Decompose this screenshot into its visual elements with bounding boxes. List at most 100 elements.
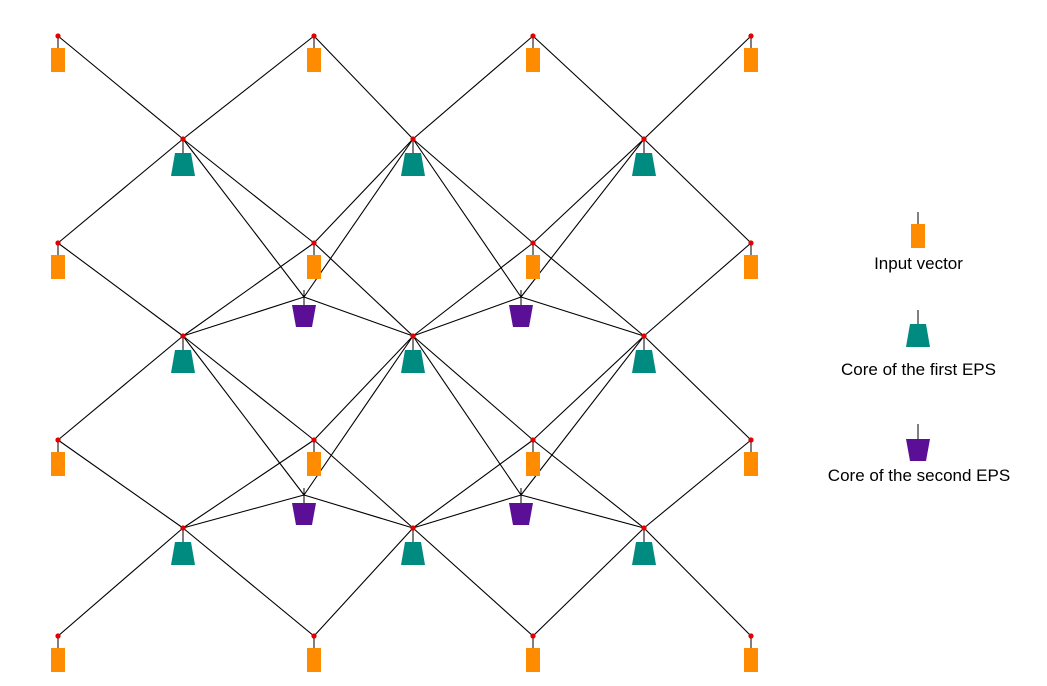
first-to-second-eps-line — [182, 335, 305, 496]
legend-second-eps-icon — [906, 439, 930, 461]
input-to-first-eps-line — [313, 138, 414, 244]
input-vector — [744, 48, 758, 72]
input-to-first-eps-line — [182, 527, 315, 637]
first-to-second-eps-line — [412, 138, 522, 298]
second-eps-core — [509, 503, 533, 525]
input-vector — [744, 648, 758, 672]
input-vector — [526, 648, 540, 672]
first-to-second-eps-line — [303, 494, 414, 529]
input-to-first-eps-line — [532, 35, 645, 140]
input-to-first-eps-line — [182, 439, 315, 529]
first-eps-core — [171, 153, 195, 176]
first-eps-core — [171, 542, 195, 565]
input-to-first-eps-line — [643, 527, 752, 637]
connection-point — [180, 136, 186, 142]
legend-second-eps-label: Core of the second EPS — [827, 466, 1011, 485]
input-to-first-eps-line — [643, 35, 752, 140]
first-eps-core — [401, 542, 425, 565]
connection-point — [311, 437, 317, 443]
first-to-second-eps-line — [303, 335, 414, 496]
input-to-first-eps-line — [313, 242, 414, 337]
connection-point — [641, 333, 647, 339]
connection-point — [748, 633, 754, 639]
connection-point — [410, 333, 416, 339]
input-to-first-eps-line — [182, 35, 315, 140]
first-to-second-eps-line — [520, 494, 645, 529]
input-to-first-eps-line — [643, 242, 752, 337]
first-eps-core — [401, 153, 425, 176]
input-vector — [526, 255, 540, 279]
first-to-second-eps-line — [182, 138, 305, 298]
connection-point — [311, 33, 317, 39]
connection-point — [748, 240, 754, 246]
input-vector — [526, 48, 540, 72]
second-eps-core — [292, 503, 316, 525]
connection-point — [641, 136, 647, 142]
input-to-first-eps-line — [412, 35, 534, 140]
connection-point — [55, 240, 61, 246]
input-to-first-eps-line — [412, 242, 534, 337]
second-eps-core — [509, 305, 533, 327]
legend-first-eps-icon — [906, 324, 930, 347]
input-to-first-eps-line — [412, 138, 534, 244]
input-to-first-eps-line — [412, 335, 534, 441]
connection-point — [641, 525, 647, 531]
input-to-first-eps-line — [643, 335, 752, 441]
input-to-first-eps-line — [532, 335, 645, 441]
first-to-second-eps-line — [303, 138, 414, 298]
input-vector — [307, 452, 321, 476]
input-vector — [526, 452, 540, 476]
input-vector — [744, 255, 758, 279]
network-nodes — [51, 33, 930, 672]
first-to-second-eps-line — [412, 494, 522, 529]
input-to-first-eps-line — [532, 138, 645, 244]
connection-point — [530, 633, 536, 639]
connection-point — [410, 136, 416, 142]
input-vector — [51, 452, 65, 476]
first-eps-core — [632, 350, 656, 373]
input-to-first-eps-line — [643, 439, 752, 529]
input-to-first-eps-line — [313, 335, 414, 441]
connection-point — [55, 437, 61, 443]
first-to-second-eps-line — [520, 335, 645, 496]
connection-point — [748, 33, 754, 39]
input-to-first-eps-line — [313, 35, 414, 140]
first-to-second-eps-line — [303, 296, 414, 337]
legend-first-eps-label: Core of the first EPS — [841, 360, 996, 379]
input-to-first-eps-line — [532, 439, 645, 529]
connection-point — [410, 525, 416, 531]
input-to-first-eps-line — [532, 527, 645, 637]
first-to-second-eps-line — [520, 138, 645, 298]
first-eps-core — [401, 350, 425, 373]
first-to-second-eps-line — [182, 494, 305, 529]
input-to-first-eps-line — [412, 527, 534, 637]
input-vector — [51, 255, 65, 279]
first-to-second-eps-line — [520, 296, 645, 337]
input-to-first-eps-line — [643, 138, 752, 244]
input-vector — [307, 648, 321, 672]
connection-point — [530, 33, 536, 39]
second-eps-core — [292, 305, 316, 327]
input-to-first-eps-line — [57, 527, 184, 637]
first-eps-core — [632, 542, 656, 565]
first-to-second-eps-line — [412, 296, 522, 337]
connection-lines — [57, 35, 752, 637]
input-to-first-eps-line — [57, 138, 184, 244]
input-to-first-eps-line — [412, 439, 534, 529]
connection-point — [55, 33, 61, 39]
input-vector — [307, 48, 321, 72]
connection-point — [748, 437, 754, 443]
input-to-first-eps-line — [57, 35, 184, 140]
input-to-first-eps-line — [532, 242, 645, 337]
first-to-second-eps-line — [182, 296, 305, 337]
legend-input-vector-label: Input vector — [874, 254, 963, 273]
input-to-first-eps-line — [57, 439, 184, 529]
input-to-first-eps-line — [313, 439, 414, 529]
input-to-first-eps-line — [313, 527, 414, 637]
first-eps-core — [171, 350, 195, 373]
connection-point — [530, 437, 536, 443]
connection-point — [311, 240, 317, 246]
connection-point — [55, 633, 61, 639]
input-vector — [307, 255, 321, 279]
